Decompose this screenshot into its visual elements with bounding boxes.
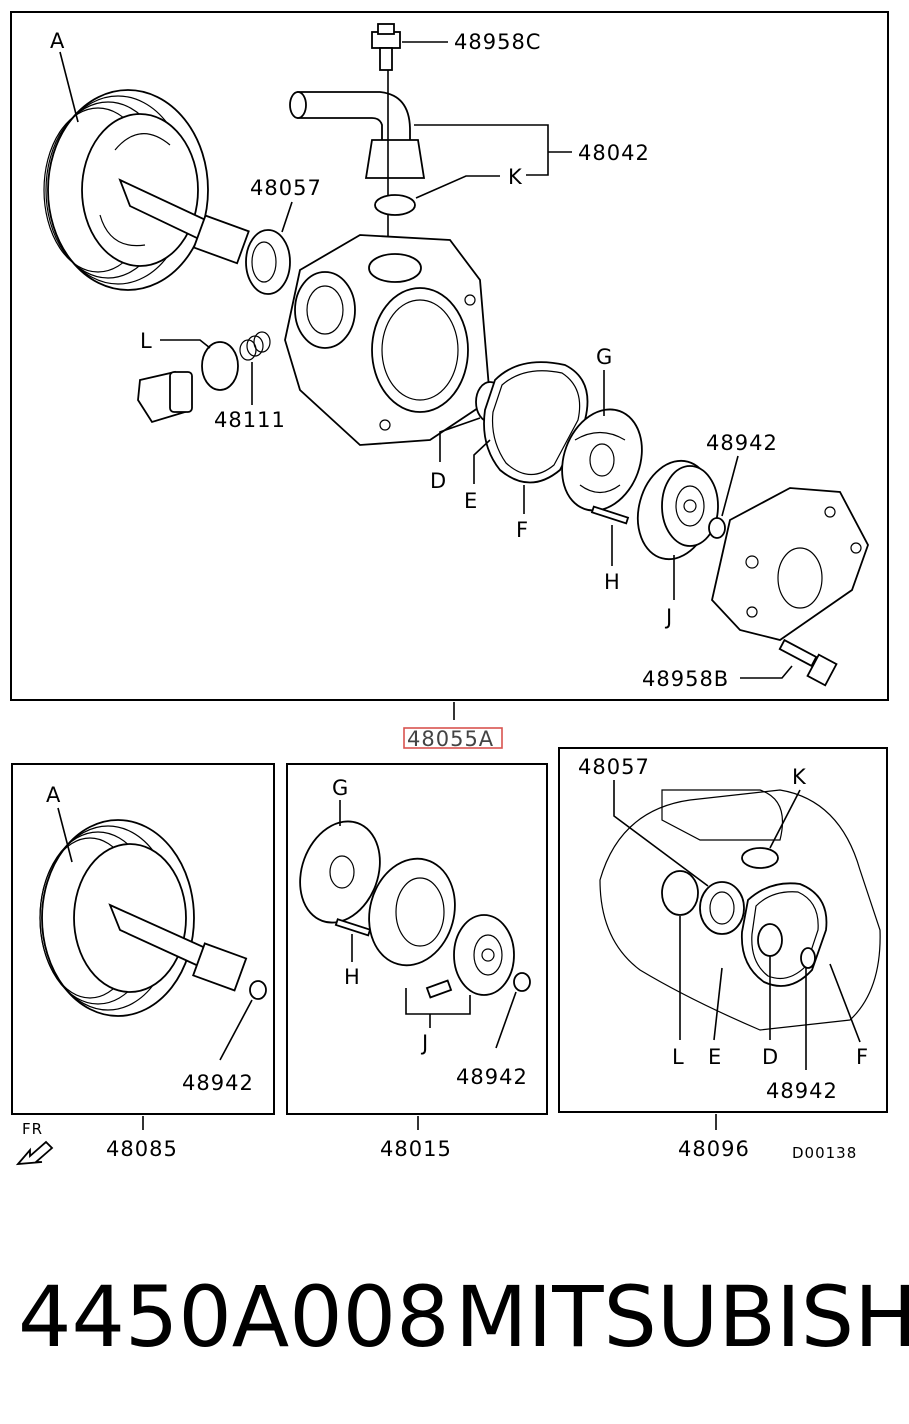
seal-48057-kit (699, 881, 745, 935)
cam-ring-j (636, 459, 719, 561)
pin-h-kit (334, 918, 372, 937)
rotor-kit (453, 914, 515, 996)
oring-48942-kit3 (800, 947, 816, 969)
pulley-a-main (43, 89, 250, 291)
pump-outline-kit (599, 789, 881, 1031)
main-assembly-frame (10, 11, 889, 701)
gasket-f (483, 361, 589, 484)
footer-part-number: 4450A008 (18, 1268, 450, 1366)
label-g-kit: G (332, 776, 349, 800)
plate-g-kit (299, 820, 381, 924)
gasket-d-kit (757, 923, 783, 957)
front-arrow-icon (15, 1140, 54, 1166)
oring-k (374, 194, 416, 216)
label-j: J (664, 605, 673, 629)
kit-number-48015[interactable]: 48015 (380, 1137, 452, 1161)
label-seal-48057-kit: 48057 (578, 755, 650, 779)
label-j-kit: J (420, 1031, 429, 1055)
rear-cover (711, 487, 869, 641)
label-oring-48942-main: 48942 (706, 431, 778, 455)
spring-48111 (239, 331, 271, 361)
label-d: D (430, 469, 447, 493)
label-h-kit: H (344, 965, 361, 989)
label-bolt-48958c: 48958C (454, 30, 541, 54)
label-h: H (604, 570, 621, 594)
kit-number-48096[interactable]: 48096 (678, 1137, 750, 1161)
plate-g (561, 408, 643, 512)
assembly-highlight (403, 727, 503, 749)
label-k-kit: K (792, 765, 807, 789)
drawing-code: D00138 (792, 1144, 857, 1162)
label-d-kit: D (762, 1045, 779, 1069)
label-spring-48111: 48111 (214, 408, 286, 432)
label-f: F (516, 518, 529, 542)
plug (137, 370, 193, 424)
label-oring-48942-kit1: 48942 (182, 1071, 254, 1095)
label-l-kit: L (672, 1045, 685, 1069)
label-seal-48057: 48057 (250, 176, 322, 200)
kit-48015-frame (286, 763, 548, 1115)
pipe-48042 (289, 91, 426, 179)
label-f-kit: F (856, 1045, 869, 1069)
label-g: G (596, 345, 613, 369)
footer-brand: MITSUBISHI (455, 1268, 909, 1366)
cam-ring-kit (368, 857, 456, 967)
oring-48942-kit1 (249, 980, 267, 1000)
label-pulley-a-kit: A (46, 783, 61, 807)
pump-body (284, 234, 491, 446)
bolt-48958b (778, 638, 838, 687)
label-oring-48942-kit3: 48942 (766, 1079, 838, 1103)
label-oring-l: L (140, 329, 153, 353)
oring-48942-kit2 (513, 972, 531, 992)
pin-h (590, 505, 630, 525)
oring-l (201, 341, 239, 391)
kit-48096-frame (558, 747, 888, 1113)
label-pulley-a: A (50, 29, 65, 53)
vane-kit (425, 979, 453, 999)
label-pipe-48042: 48042 (578, 141, 650, 165)
pulley-a-kit (39, 819, 248, 1017)
label-direction-fr: FR (22, 1120, 43, 1138)
oring-l-kit (661, 870, 699, 916)
bolt-48958c (371, 23, 401, 71)
seal-48057 (245, 229, 291, 295)
gasket-f-kit (741, 882, 828, 987)
kit-48085-frame (11, 763, 275, 1115)
label-e-kit: E (708, 1045, 722, 1069)
label-assembly-48055a[interactable]: 48055A (407, 727, 494, 751)
label-bolt-48958b: 48958B (642, 667, 729, 691)
oring-48942-main (708, 517, 726, 539)
label-e: E (464, 489, 478, 513)
kit-number-48085[interactable]: 48085 (106, 1137, 178, 1161)
oring-k-kit (741, 847, 779, 869)
label-oring-k: K (508, 165, 523, 189)
label-oring-48942-kit2: 48942 (456, 1065, 528, 1089)
